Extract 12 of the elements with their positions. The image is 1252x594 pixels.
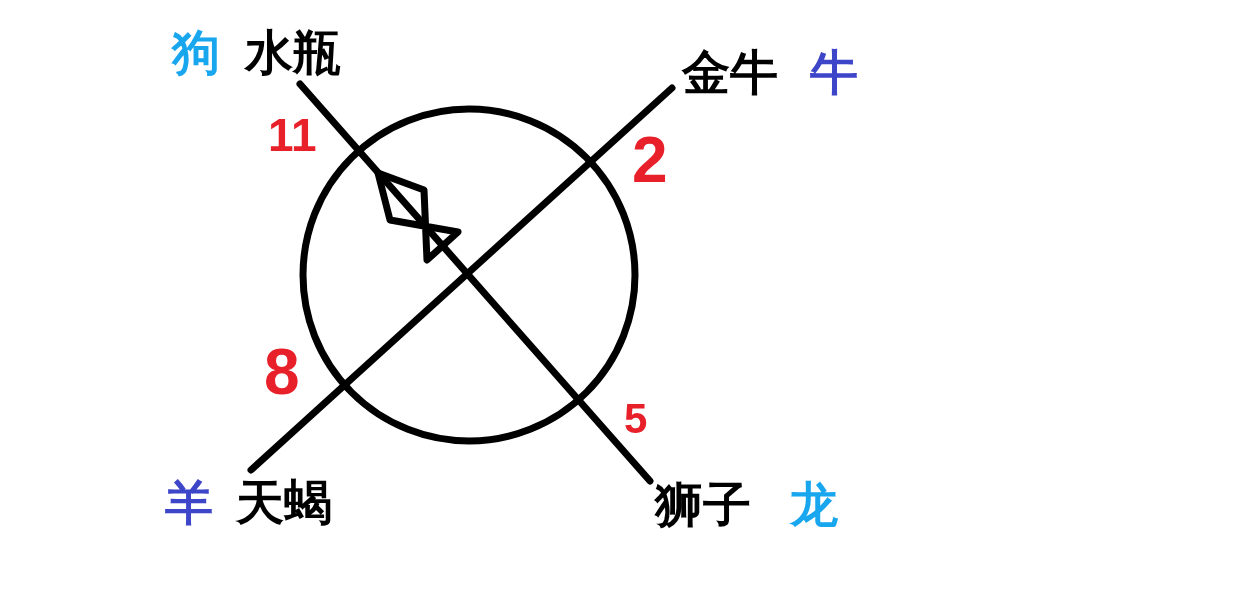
animal-label: 狗 <box>172 28 220 76</box>
animal-label: 牛 <box>810 48 858 96</box>
animal-label: 龙 <box>790 480 838 528</box>
animal-label: 羊 <box>165 478 213 526</box>
sign-label: 天蝎 <box>236 478 332 526</box>
sign-label: 金牛 <box>682 48 778 96</box>
sign-label: 狮子 <box>655 480 751 528</box>
callout-number: 11 <box>268 112 317 158</box>
callout-number: 2 <box>632 128 668 192</box>
callout-number: 8 <box>264 340 300 404</box>
callout-number: 5 <box>624 398 648 440</box>
sign-label: 水瓶 <box>245 28 341 76</box>
